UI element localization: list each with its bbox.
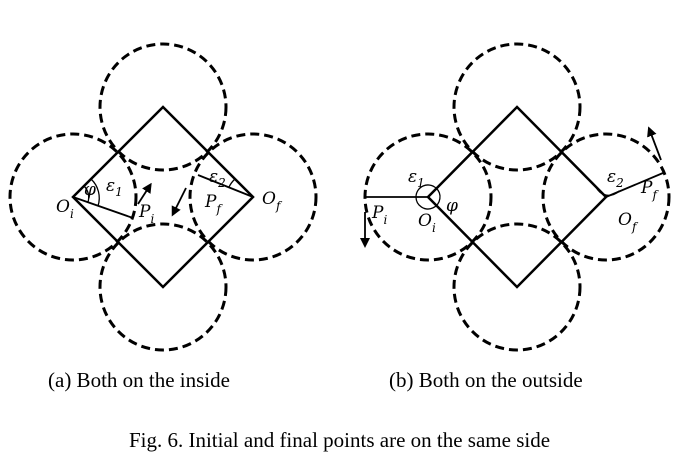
subfigure-b-caption: (b) Both on the outside [389,368,583,392]
radius-oi-pi-a [72,196,134,219]
label-eps2-a: ε2 [209,167,226,190]
label-eps1-b: ε1 [408,167,425,190]
circle-bottom-b [452,222,582,352]
label-phi-b: φ [446,196,458,216]
radius-of-corner-a [207,151,254,198]
radius-of-corner-b [561,151,607,198]
label-oi-b: Oi [418,211,436,235]
label-eps1-a: ε1 [106,176,123,199]
label-of-a: Of [262,189,283,213]
subfigure-b-diagram: ε1 φ Pi Oi ε2 Pf Of [360,42,671,352]
arrow-pi-a [137,182,152,205]
label-eps2-b: ε2 [607,167,624,190]
arrow-pf-a [171,187,187,217]
label-pi-b: Pi [371,203,387,227]
angle-eps1-arc-a [90,178,100,207]
label-of-b: Of [618,210,639,234]
label-pi-a: Pi [138,202,154,226]
radius-of-pf-a [197,174,254,198]
square-a [71,105,255,289]
circle-right-a [188,132,318,262]
circle-top-b [452,42,582,172]
radius-oi-corner-b [427,151,473,198]
angle-eps1-arc-b [415,184,437,198]
arrow-pf-b [647,126,662,161]
label-pf-b: Pf [640,178,659,202]
figure-caption: Fig. 6. Initial and final points are on … [128,428,551,452]
radius-of-pf-b [605,172,664,198]
subfigure-a-caption: (a) Both on the inside [48,368,230,392]
label-oi-a: Oi [56,197,74,221]
circle-left-a [8,132,138,262]
angle-phi-arc-b [415,187,441,210]
circle-right-b [541,132,671,262]
label-phi-a: φ [84,180,96,200]
angle-eps2-arc-a [228,178,236,188]
angle-eps2-arc-b [595,186,620,197]
radius-oi-corner-a [72,151,119,198]
circle-top-a [98,42,228,172]
subfigure-a-diagram: φ ε1 Oi Pi ε2 Pf Of [8,42,318,352]
angle-phi-arc-a [83,185,90,203]
label-pf-a: Pf [204,192,223,216]
circle-bottom-a [98,222,228,352]
